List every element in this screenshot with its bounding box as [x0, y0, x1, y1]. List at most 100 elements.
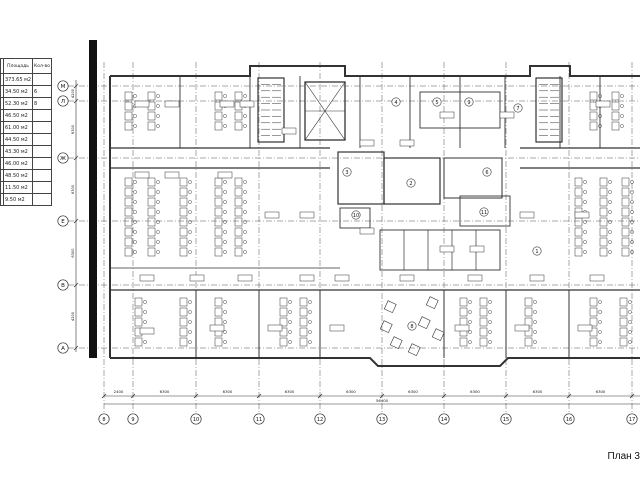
office-chair [468, 310, 472, 314]
room-tag [217, 171, 233, 179]
office-chair [620, 114, 624, 118]
axis-bubble-row [57, 215, 69, 227]
workstation-desk [279, 307, 288, 317]
workstation-desk [234, 217, 243, 227]
office-chair [188, 210, 192, 214]
core-room [337, 151, 385, 205]
office-chair [583, 220, 587, 224]
office-chair [308, 330, 312, 334]
room-tag [189, 274, 205, 282]
axis-bubble-column [253, 413, 265, 425]
office-chair [156, 190, 160, 194]
office-chair [133, 190, 137, 194]
sheet-caption: План 3 [607, 451, 640, 462]
office-chair [223, 300, 227, 304]
dim-text-row: 4200 [71, 88, 75, 98]
workstation-desk [147, 217, 156, 227]
office-chair [223, 190, 227, 194]
dim-tick [73, 83, 79, 89]
axis-grid [68, 62, 640, 412]
dim-text-row: 4200 [71, 311, 75, 321]
office-chair [223, 210, 227, 214]
axis-label-column: 16 [566, 417, 572, 423]
dim-tick [73, 155, 79, 161]
room-tag [264, 211, 280, 219]
dim-text-column: 6300 [596, 389, 606, 394]
workstation-desk [599, 227, 608, 237]
office-chair [156, 94, 160, 98]
office-chair [628, 340, 632, 344]
axis-bubble-column [98, 413, 110, 425]
workstation-desk [147, 111, 156, 121]
workstation-desk [589, 337, 598, 347]
legend-row: 9.50 м2 [0, 193, 52, 206]
office-chair [488, 300, 492, 304]
office-chair [188, 230, 192, 234]
dim-tick [503, 393, 509, 399]
office-chair [156, 250, 160, 254]
room-tag [139, 327, 155, 335]
office-chair [533, 330, 537, 334]
workstation-desk [234, 187, 243, 197]
dim-tick [566, 393, 572, 399]
office-chair [223, 180, 227, 184]
office-chair [143, 310, 147, 314]
office-chair [533, 300, 537, 304]
office-chair [143, 320, 147, 324]
workstation-desk [214, 217, 223, 227]
dim-text-column: 6300 [160, 389, 170, 394]
room-number-circle [391, 97, 401, 107]
workstation-desk [589, 327, 598, 337]
axis-label-row: Л [61, 99, 65, 105]
workstation-desk [479, 317, 488, 327]
axis-bubble-column [376, 413, 388, 425]
workstation-desk [124, 207, 133, 217]
workstation-desk [589, 297, 598, 307]
dim-text-overall: 56400 [376, 398, 389, 403]
office-chair [608, 180, 612, 184]
workstation-desk [621, 217, 630, 227]
workstation-desk [234, 247, 243, 257]
office-chair [188, 220, 192, 224]
lounge-table [379, 320, 393, 334]
dim-text-row: 6300 [71, 124, 75, 134]
workstation-desk [459, 337, 468, 347]
room-number-circle [479, 207, 489, 217]
workstation-desk [574, 197, 583, 207]
workstation-desk [214, 187, 223, 197]
room-number-label: 5 [435, 100, 438, 106]
workstation-desk [574, 247, 583, 257]
workstation-desk [124, 227, 133, 237]
dim-text-column: 6300 [346, 389, 356, 394]
office-chair [288, 300, 292, 304]
workstation-desk [134, 307, 143, 317]
workstation-desk [179, 327, 188, 337]
workstation-desk [599, 197, 608, 207]
workstation-desk [214, 237, 223, 247]
office-chair [630, 200, 634, 204]
office-chair [156, 230, 160, 234]
office-chair [243, 220, 247, 224]
workstation-desk [179, 217, 188, 227]
workstation-desk [574, 227, 583, 237]
room-outlines [179, 76, 601, 358]
axis-label-column: 17 [629, 417, 635, 423]
meeting-rooms [379, 229, 501, 271]
office-chair [156, 240, 160, 244]
workstation-desk [147, 237, 156, 247]
workstation-desk [611, 111, 620, 121]
room-tag [139, 274, 155, 282]
workstation-desk [214, 111, 223, 121]
office-chair [223, 114, 227, 118]
room-tag [469, 245, 485, 253]
axis-bubble-column [626, 413, 638, 425]
workstation-desk [134, 297, 143, 307]
office-chair [608, 190, 612, 194]
office-chair [188, 200, 192, 204]
workstation-desk [214, 307, 223, 317]
workstation-desk [299, 297, 308, 307]
axis-label-column: 13 [379, 417, 385, 423]
workstation-desk [619, 327, 628, 337]
workstation-desk [479, 307, 488, 317]
workstation-desk [179, 197, 188, 207]
